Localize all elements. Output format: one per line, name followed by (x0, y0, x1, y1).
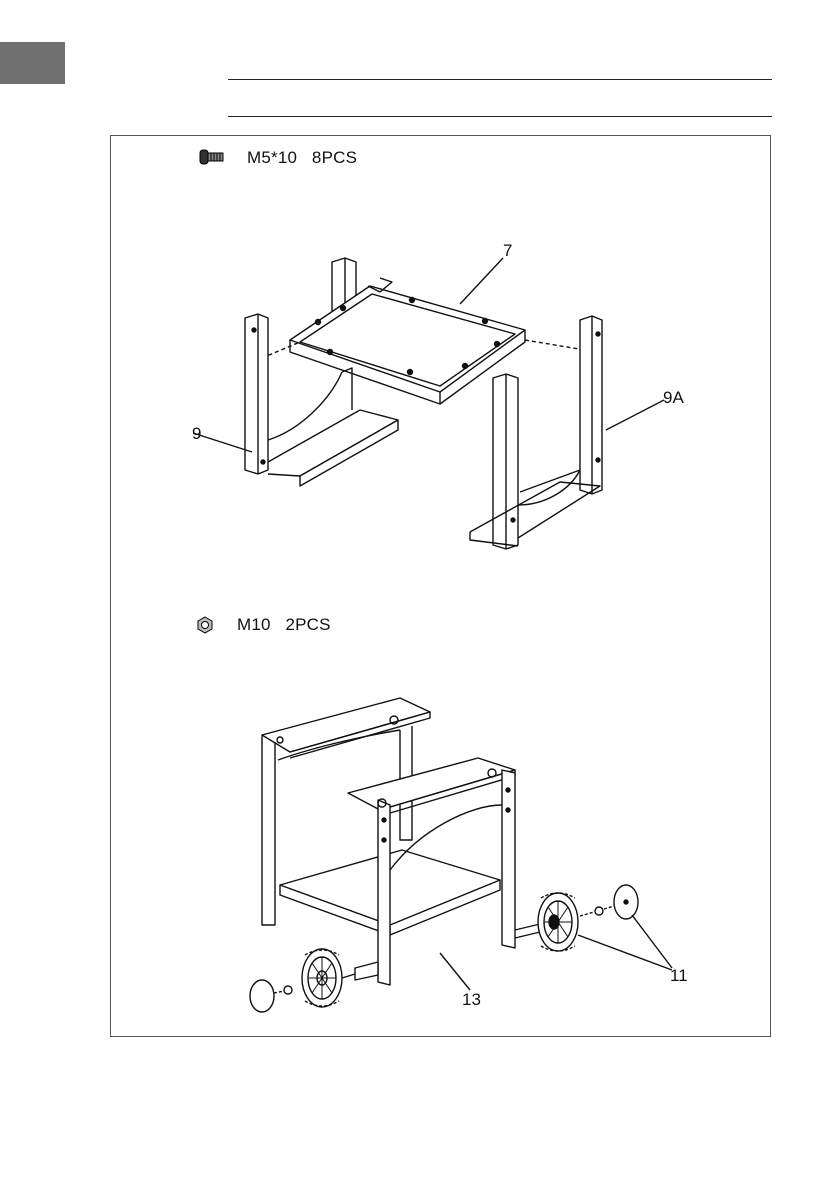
part-label-11: 11 (670, 966, 688, 986)
part-label-13: 13 (462, 990, 481, 1010)
